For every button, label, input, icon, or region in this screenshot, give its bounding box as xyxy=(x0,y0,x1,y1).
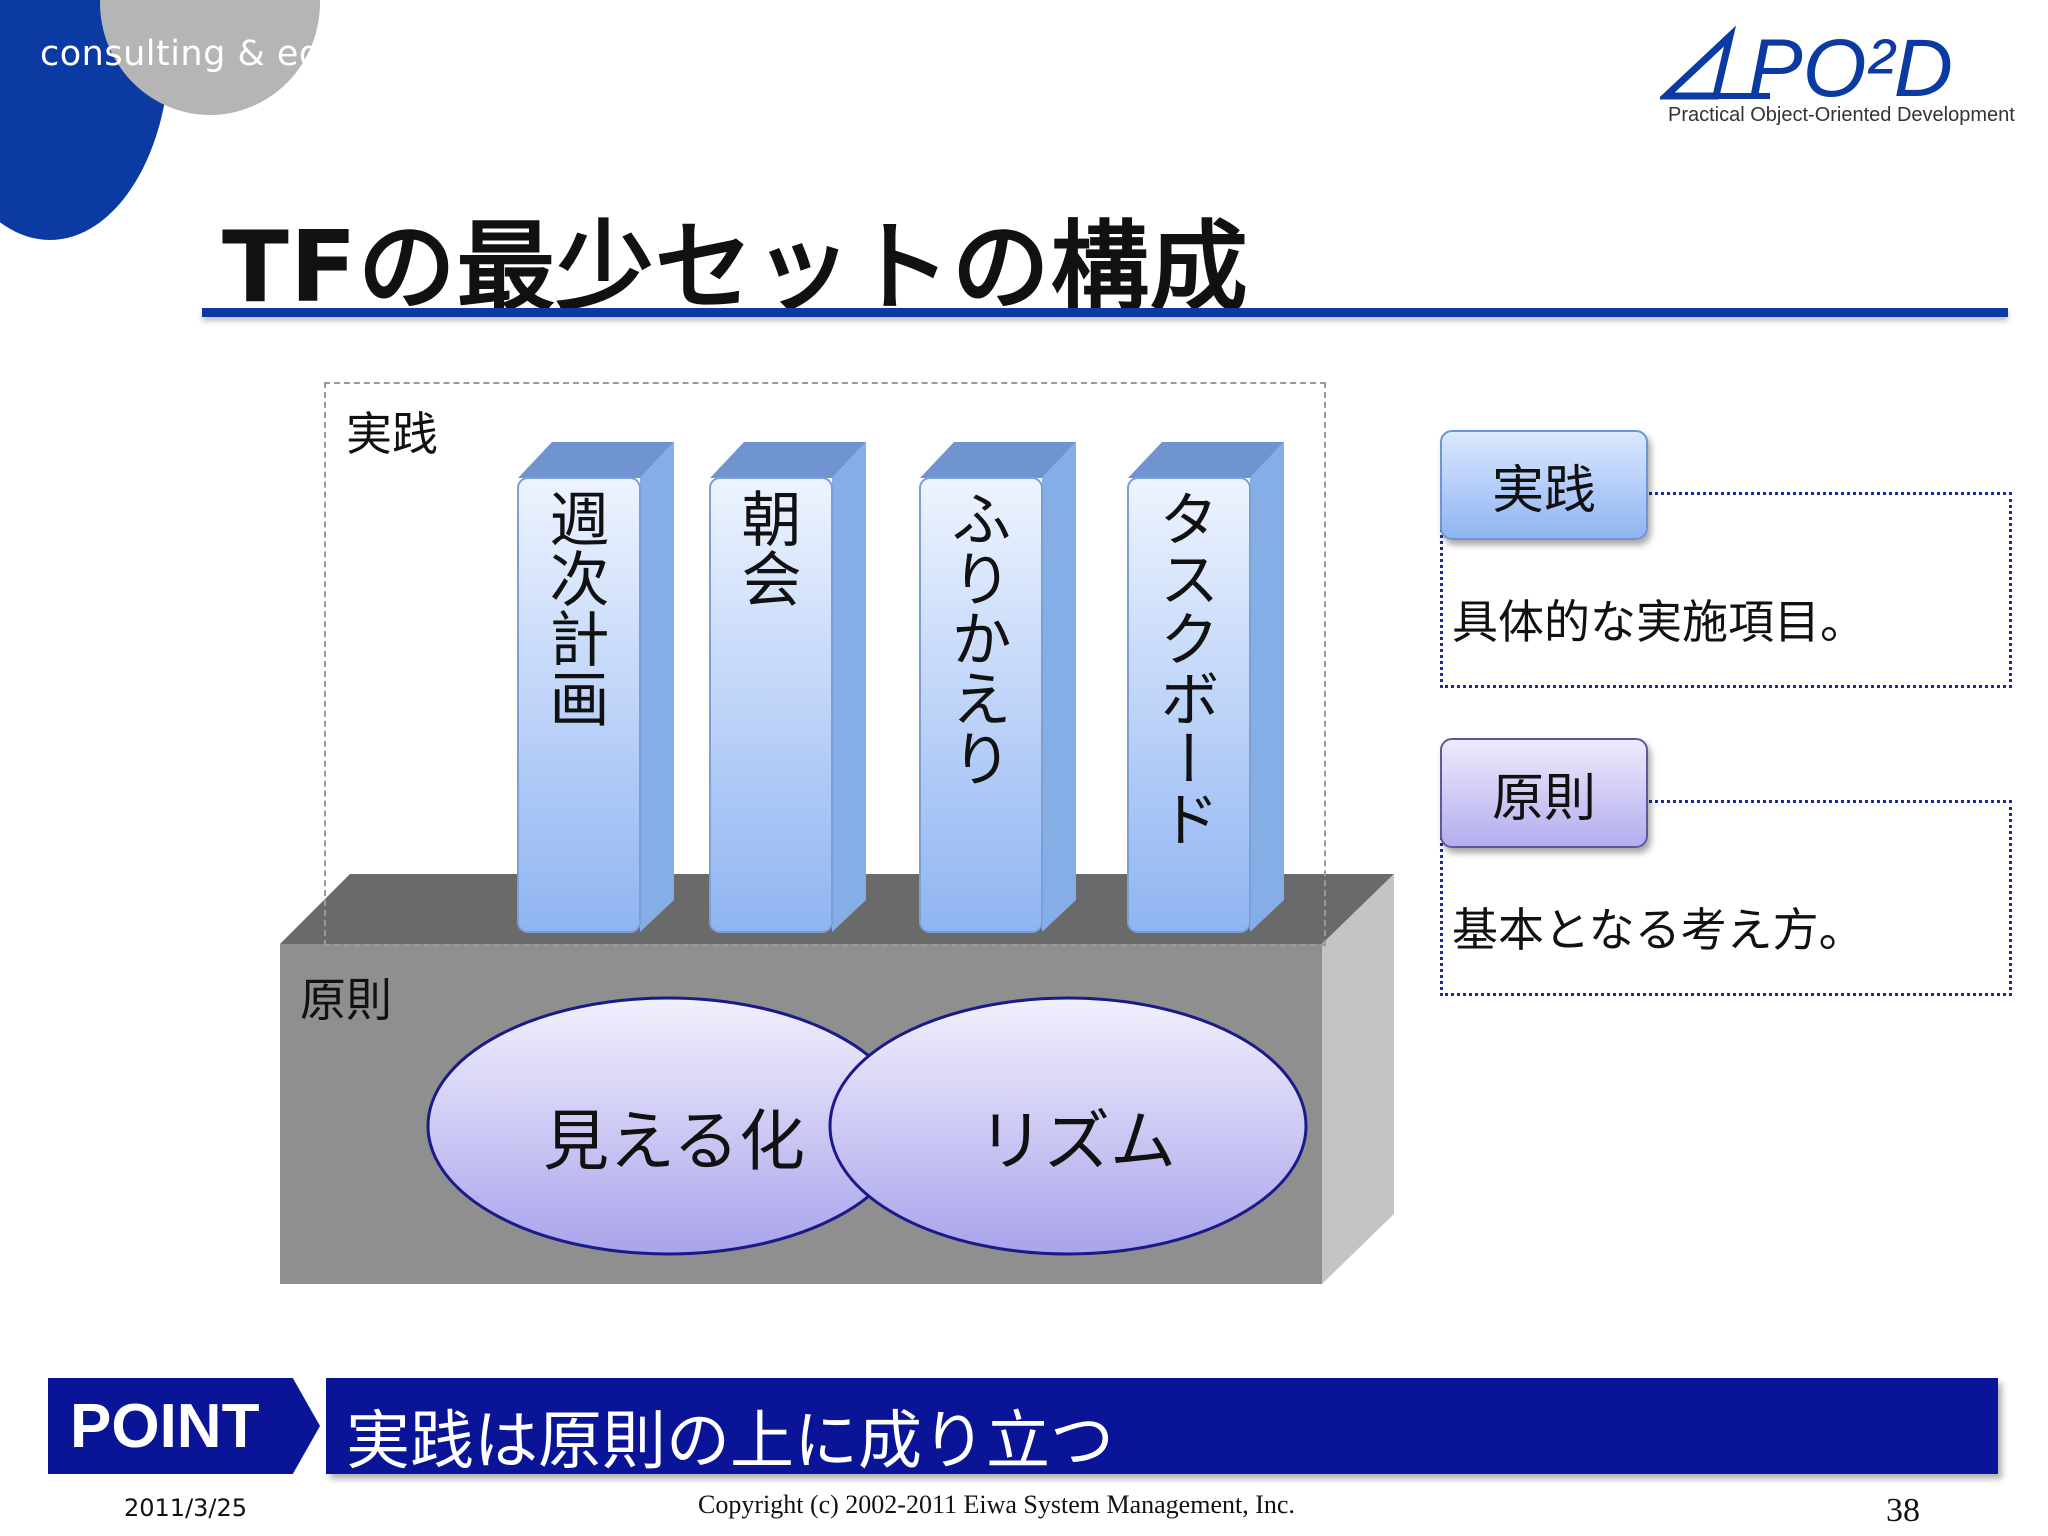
legend-tag-principle: 原則 xyxy=(1440,738,1648,848)
footer-date: 2011/3/25 xyxy=(124,1494,248,1522)
footer-copyright: Copyright (c) 2002-2011 Eiwa System Mana… xyxy=(698,1490,1295,1519)
pillar-label-retrospective: ふりかえり xyxy=(941,488,1011,788)
oval-label-visualization: 見える化 xyxy=(543,1103,806,1180)
title-underline xyxy=(202,308,2008,317)
pillar-label-morning-meeting: 朝会 xyxy=(731,488,801,608)
point-banner xyxy=(326,1378,1998,1474)
pillar-retrospective xyxy=(919,442,1076,933)
logo-subtitle: Practical Object-Oriented Development xyxy=(1668,104,2015,126)
page-title: TFの最少セットの構成 xyxy=(222,211,1249,325)
pillar-morning-meeting xyxy=(709,442,866,933)
point-label: POINT xyxy=(48,1378,320,1474)
oval-label-rhythm: リズム xyxy=(978,1103,1176,1180)
pillar-label-weekly-planning: 週次計画 xyxy=(539,488,609,728)
logo-mark xyxy=(1660,25,1770,100)
principle-label: 原則 xyxy=(300,973,392,1027)
pillar-weekly-planning xyxy=(517,442,674,933)
page-number: 38 xyxy=(1886,1492,1920,1529)
practice-frame xyxy=(324,382,1326,946)
legend-box-practice xyxy=(1440,492,2012,688)
legend-box-principle xyxy=(1440,800,2012,996)
point-text: 実践は原則の上に成り立つ xyxy=(346,1405,1114,1479)
pillar-label-task-board: タスクボード xyxy=(1149,488,1219,848)
pillar-task-board xyxy=(1127,442,1284,933)
legend-tag-practice: 実践 xyxy=(1440,430,1648,540)
legend-description-practice: 具体的な実施項目。 xyxy=(1452,595,1866,649)
practice-label: 実践 xyxy=(346,407,438,461)
apod-logo: PO²D xyxy=(1660,23,1953,114)
legend-description-principle: 基本となる考え方。 xyxy=(1452,903,1865,957)
header-tagline: consulting & education xyxy=(40,34,456,74)
logo-text: PO²D xyxy=(1748,23,1953,114)
oval-rhythm xyxy=(828,996,1308,1256)
